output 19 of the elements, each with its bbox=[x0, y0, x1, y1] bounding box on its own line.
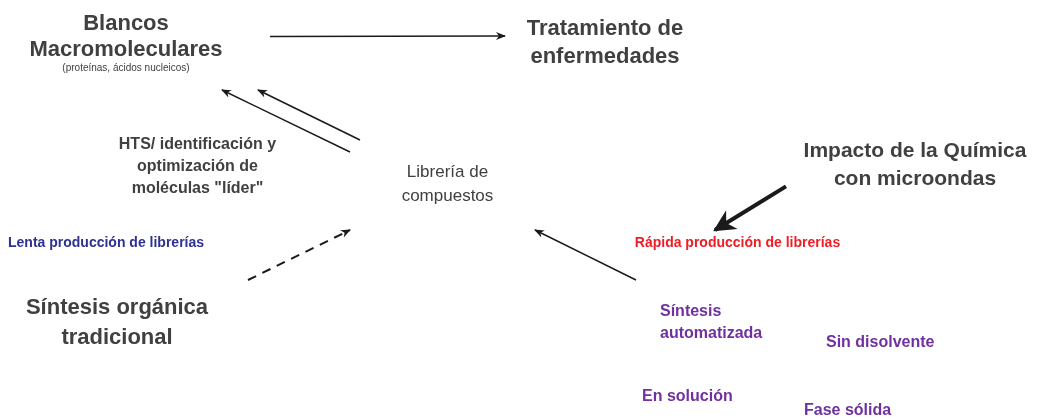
node-label: Síntesis orgánica tradicional bbox=[24, 293, 210, 351]
node-label: Impacto de la Química con microondas bbox=[802, 137, 1028, 191]
annotation-text: Lenta producción de librerías bbox=[8, 233, 206, 252]
node-label: Blancos Macromoleculares bbox=[28, 10, 224, 62]
annotation-text: En solución bbox=[642, 386, 734, 406]
arrow bbox=[257, 89, 361, 141]
arrow bbox=[247, 229, 351, 281]
annotation-text: Síntesis automatizada bbox=[660, 301, 764, 343]
node-label: Librería de compuestos bbox=[400, 161, 495, 207]
arrow bbox=[713, 184, 788, 232]
annotation-text: HTS/ identificación y optimización de moléculas "líder" bbox=[117, 134, 278, 198]
node-subtitle: (proteínas, ácidos nucleicos) bbox=[61, 62, 191, 74]
arrow bbox=[269, 32, 506, 41]
arrow bbox=[534, 229, 637, 281]
annotation-text: Fase sólida bbox=[804, 400, 893, 420]
node-label: Tratamiento de enfermedades bbox=[525, 14, 685, 70]
annotation-text: Sin disolvente bbox=[826, 332, 936, 352]
node-label: Rápida producción de librerías bbox=[633, 233, 842, 252]
arrow bbox=[221, 89, 351, 153]
